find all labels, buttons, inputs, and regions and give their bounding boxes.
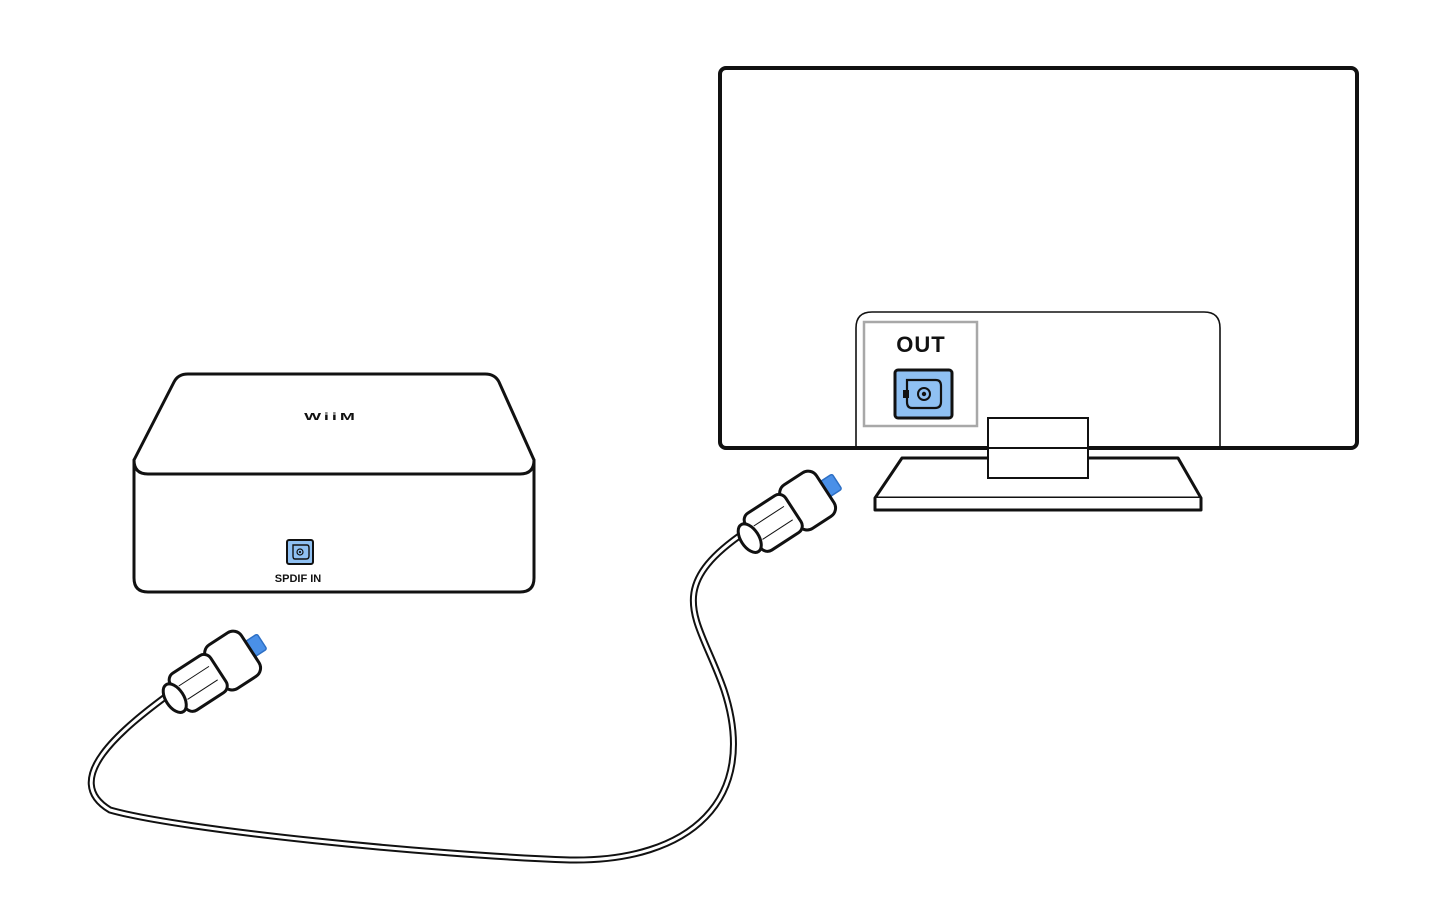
device-port-label: SPDIF IN [275, 573, 322, 585]
cable-plug-right [736, 469, 842, 554]
device-front [132, 458, 536, 594]
device-top [132, 372, 536, 461]
cable-plug-left [161, 629, 267, 714]
tv-port-label: OUT [896, 332, 945, 357]
device-logo: WiiM [304, 412, 358, 423]
tv: OUT [718, 66, 1359, 512]
streamer-box-icon: WiiM SPDIF IN [132, 372, 536, 594]
device-optical-port [286, 539, 314, 565]
optical-port-icon [893, 368, 954, 420]
optical-cable-icon [87, 469, 842, 864]
